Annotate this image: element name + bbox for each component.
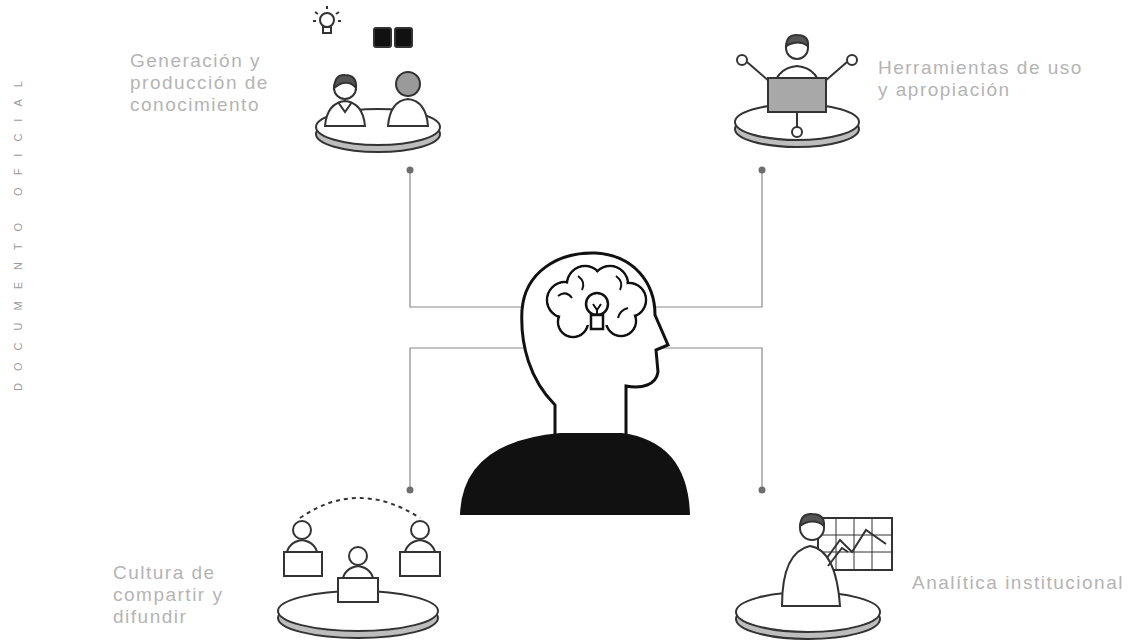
tools-illustration xyxy=(735,35,859,147)
axis-label: Generación y producción de conocimiento xyxy=(130,50,305,116)
sharing-illustration xyxy=(278,498,440,638)
head-silhouette xyxy=(460,253,690,515)
axis-label: Cultura de compartir y difundir xyxy=(113,562,263,628)
axis-node: Analítica institucional xyxy=(730,490,1148,640)
axis-label: Herramientas de uso y apropiación xyxy=(878,57,1090,101)
axis-node: Herramientas de uso y apropiación xyxy=(725,5,1148,170)
endpoint-dot xyxy=(407,167,414,174)
endpoint-dot xyxy=(407,487,414,494)
watermark: DOCUMENTO OFICIAL xyxy=(12,69,24,391)
knowledge-illustration xyxy=(313,6,440,152)
endpoint-dot xyxy=(759,167,766,174)
axis-node: Generación y producción de conocimiento xyxy=(120,5,450,170)
endpoint-dot xyxy=(759,487,766,494)
analytics-illustration xyxy=(736,514,892,639)
connector-line xyxy=(410,170,762,307)
axis-node: Cultura de compartir y difundir xyxy=(105,490,455,640)
axis-label: Analítica institucional xyxy=(912,572,1146,594)
